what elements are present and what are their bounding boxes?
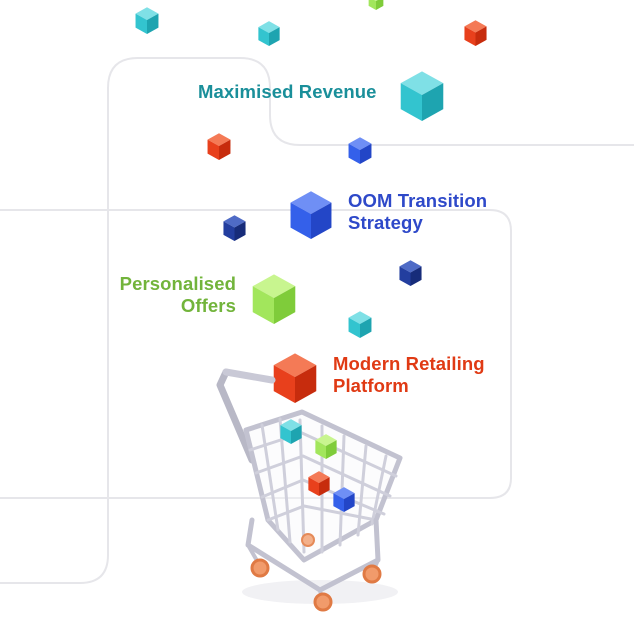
cube-icon-teal <box>400 71 444 121</box>
cube-icon-red <box>464 20 487 46</box>
outline-top-panel <box>0 57 634 584</box>
label-personalised-offers: Personalised Offers <box>120 273 236 317</box>
cube-icon-red <box>273 353 317 403</box>
cube-icon-navy <box>223 215 246 241</box>
label-oom-transition-strategy: OOM Transition Strategy <box>348 190 487 234</box>
label-maximised-revenue: Maximised Revenue <box>198 81 377 103</box>
label-text-line-2: Platform <box>333 375 409 396</box>
label-text-line-2: Strategy <box>348 212 423 233</box>
background-outlines <box>0 57 634 584</box>
label-text-line-1: OOM Transition <box>348 190 488 211</box>
cube-icon-teal <box>135 7 159 34</box>
cube-icon-blue <box>348 137 372 164</box>
wheel-icon <box>301 533 315 547</box>
wheel-icon <box>313 592 333 612</box>
outline-middle-panel <box>0 209 512 499</box>
cube-icon-navy <box>399 260 422 286</box>
cube-icon-teal <box>258 21 280 46</box>
label-text-line-1: Modern Retailing <box>333 353 485 374</box>
label-text: Maximised Revenue <box>198 81 377 102</box>
label-modern-retailing-platform: Modern Retailing Platform <box>333 353 485 397</box>
cube-icon-teal <box>348 311 372 338</box>
cart-wheels <box>250 533 382 612</box>
cube-icon-red <box>207 133 231 160</box>
label-text-line-2: Offers <box>180 295 236 316</box>
wheel-icon <box>362 564 382 584</box>
cube-icon-green <box>368 0 384 10</box>
cube-icon-blue <box>290 191 332 239</box>
cube-icon-green <box>252 274 296 324</box>
label-text-line-1: Personalised <box>119 273 236 294</box>
wheel-icon <box>250 558 270 578</box>
